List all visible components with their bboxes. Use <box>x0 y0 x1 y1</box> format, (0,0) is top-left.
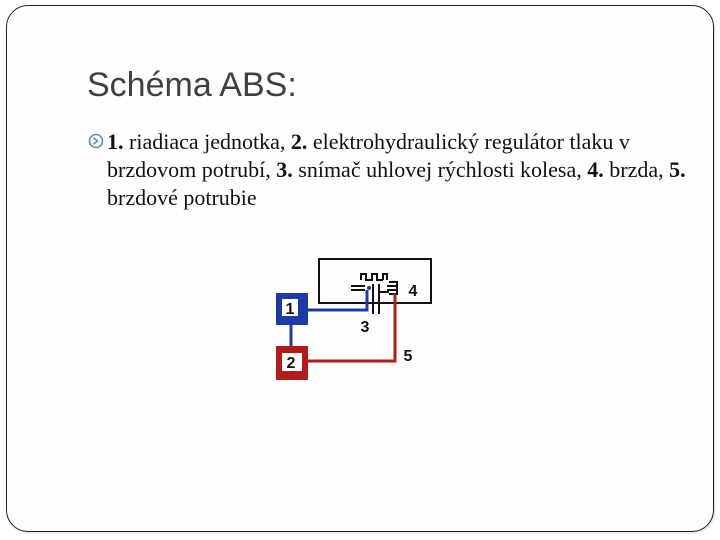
slide-title: Schéma ABS: <box>87 66 297 104</box>
label-2: 2 <box>287 355 296 372</box>
wheel-frame <box>318 258 432 304</box>
bullet-num-2: 2. <box>290 129 308 154</box>
bullet-num-5: 5. <box>669 157 686 182</box>
bullet-text-segment: riadiaca jednotka, <box>123 129 291 154</box>
slide: Schéma ABS: 1. riadiaca jednotka, 2. ele… <box>6 5 714 532</box>
brake-icon <box>351 273 398 314</box>
bullet-num-3: 3. <box>276 157 293 182</box>
circled-arrow-bullet-icon <box>88 133 104 149</box>
label-1: 1 <box>286 301 295 318</box>
label-3: 3 <box>361 319 370 336</box>
abs-diagram: 1 2 3 4 5 <box>276 258 432 380</box>
brake-pipe <box>307 294 397 363</box>
bullet-text-segment: brzda, <box>603 157 670 182</box>
bullet-text-segment: elektrohydraulický regulátor tlaku v brz… <box>107 129 630 182</box>
control-unit-label-box <box>282 299 298 316</box>
regulator-label-box <box>282 353 302 371</box>
bullet-num-1: 1. <box>107 129 124 154</box>
bullet-text-segment: snímač uhlovej rýchlosti kolesa, <box>292 157 588 182</box>
bullet-text-segment: brzdové potrubie <box>107 185 257 210</box>
bullet-text: 1. riadiaca jednotka, 2. elektrohydrauli… <box>107 128 687 212</box>
sensor-point <box>367 286 371 290</box>
sensor-wire <box>307 290 369 312</box>
label-5: 5 <box>404 348 413 365</box>
label-4: 4 <box>409 283 418 300</box>
bullet-num-4: 4. <box>587 157 604 182</box>
bullet-item: 1. riadiaca jednotka, 2. elektrohydrauli… <box>87 128 687 212</box>
